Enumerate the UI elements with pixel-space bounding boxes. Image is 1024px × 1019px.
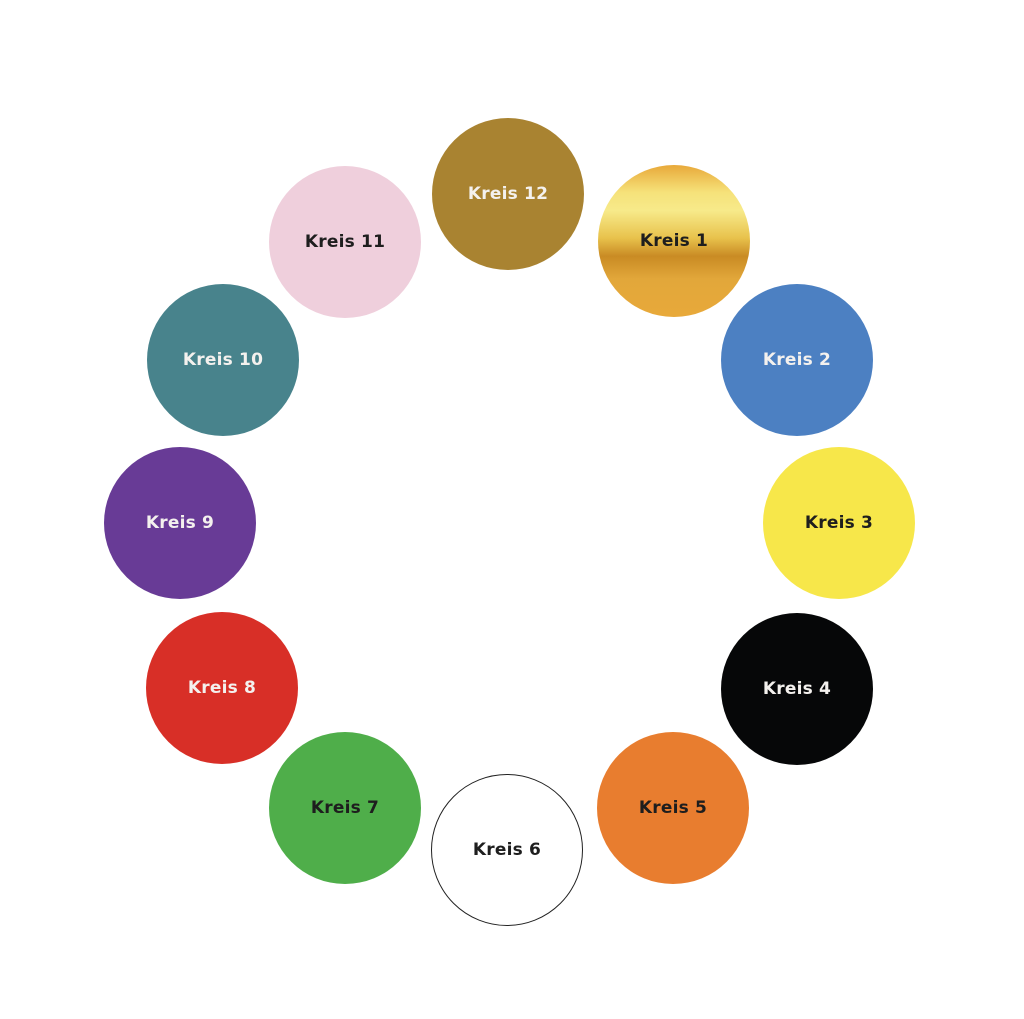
circle-kreis-11: Kreis 11 bbox=[269, 166, 421, 318]
circle-label: Kreis 10 bbox=[182, 350, 264, 370]
circle-kreis-3: Kreis 3 bbox=[763, 447, 915, 599]
circle-label: Kreis 8 bbox=[187, 678, 257, 698]
circle-kreis-1: Kreis 1 bbox=[598, 165, 750, 317]
circle-kreis-8: Kreis 8 bbox=[146, 612, 298, 764]
circle-label: Kreis 9 bbox=[145, 513, 215, 533]
circle-kreis-10: Kreis 10 bbox=[147, 284, 299, 436]
circle-label: Kreis 4 bbox=[762, 679, 832, 699]
circle-label: Kreis 7 bbox=[310, 798, 380, 818]
circle-kreis-12: Kreis 12 bbox=[432, 118, 584, 270]
circle-label: Kreis 11 bbox=[304, 232, 386, 252]
circle-kreis-5: Kreis 5 bbox=[597, 732, 749, 884]
circle-label: Kreis 12 bbox=[467, 184, 549, 204]
circle-label: Kreis 1 bbox=[639, 231, 709, 251]
circle-label: Kreis 2 bbox=[762, 350, 832, 370]
circle-kreis-4: Kreis 4 bbox=[721, 613, 873, 765]
circle-label: Kreis 3 bbox=[804, 513, 874, 533]
circle-kreis-7: Kreis 7 bbox=[269, 732, 421, 884]
circle-kreis-6: Kreis 6 bbox=[431, 774, 583, 926]
circle-kreis-2: Kreis 2 bbox=[721, 284, 873, 436]
circle-label: Kreis 6 bbox=[472, 840, 542, 860]
circle-label: Kreis 5 bbox=[638, 798, 708, 818]
circle-kreis-9: Kreis 9 bbox=[104, 447, 256, 599]
